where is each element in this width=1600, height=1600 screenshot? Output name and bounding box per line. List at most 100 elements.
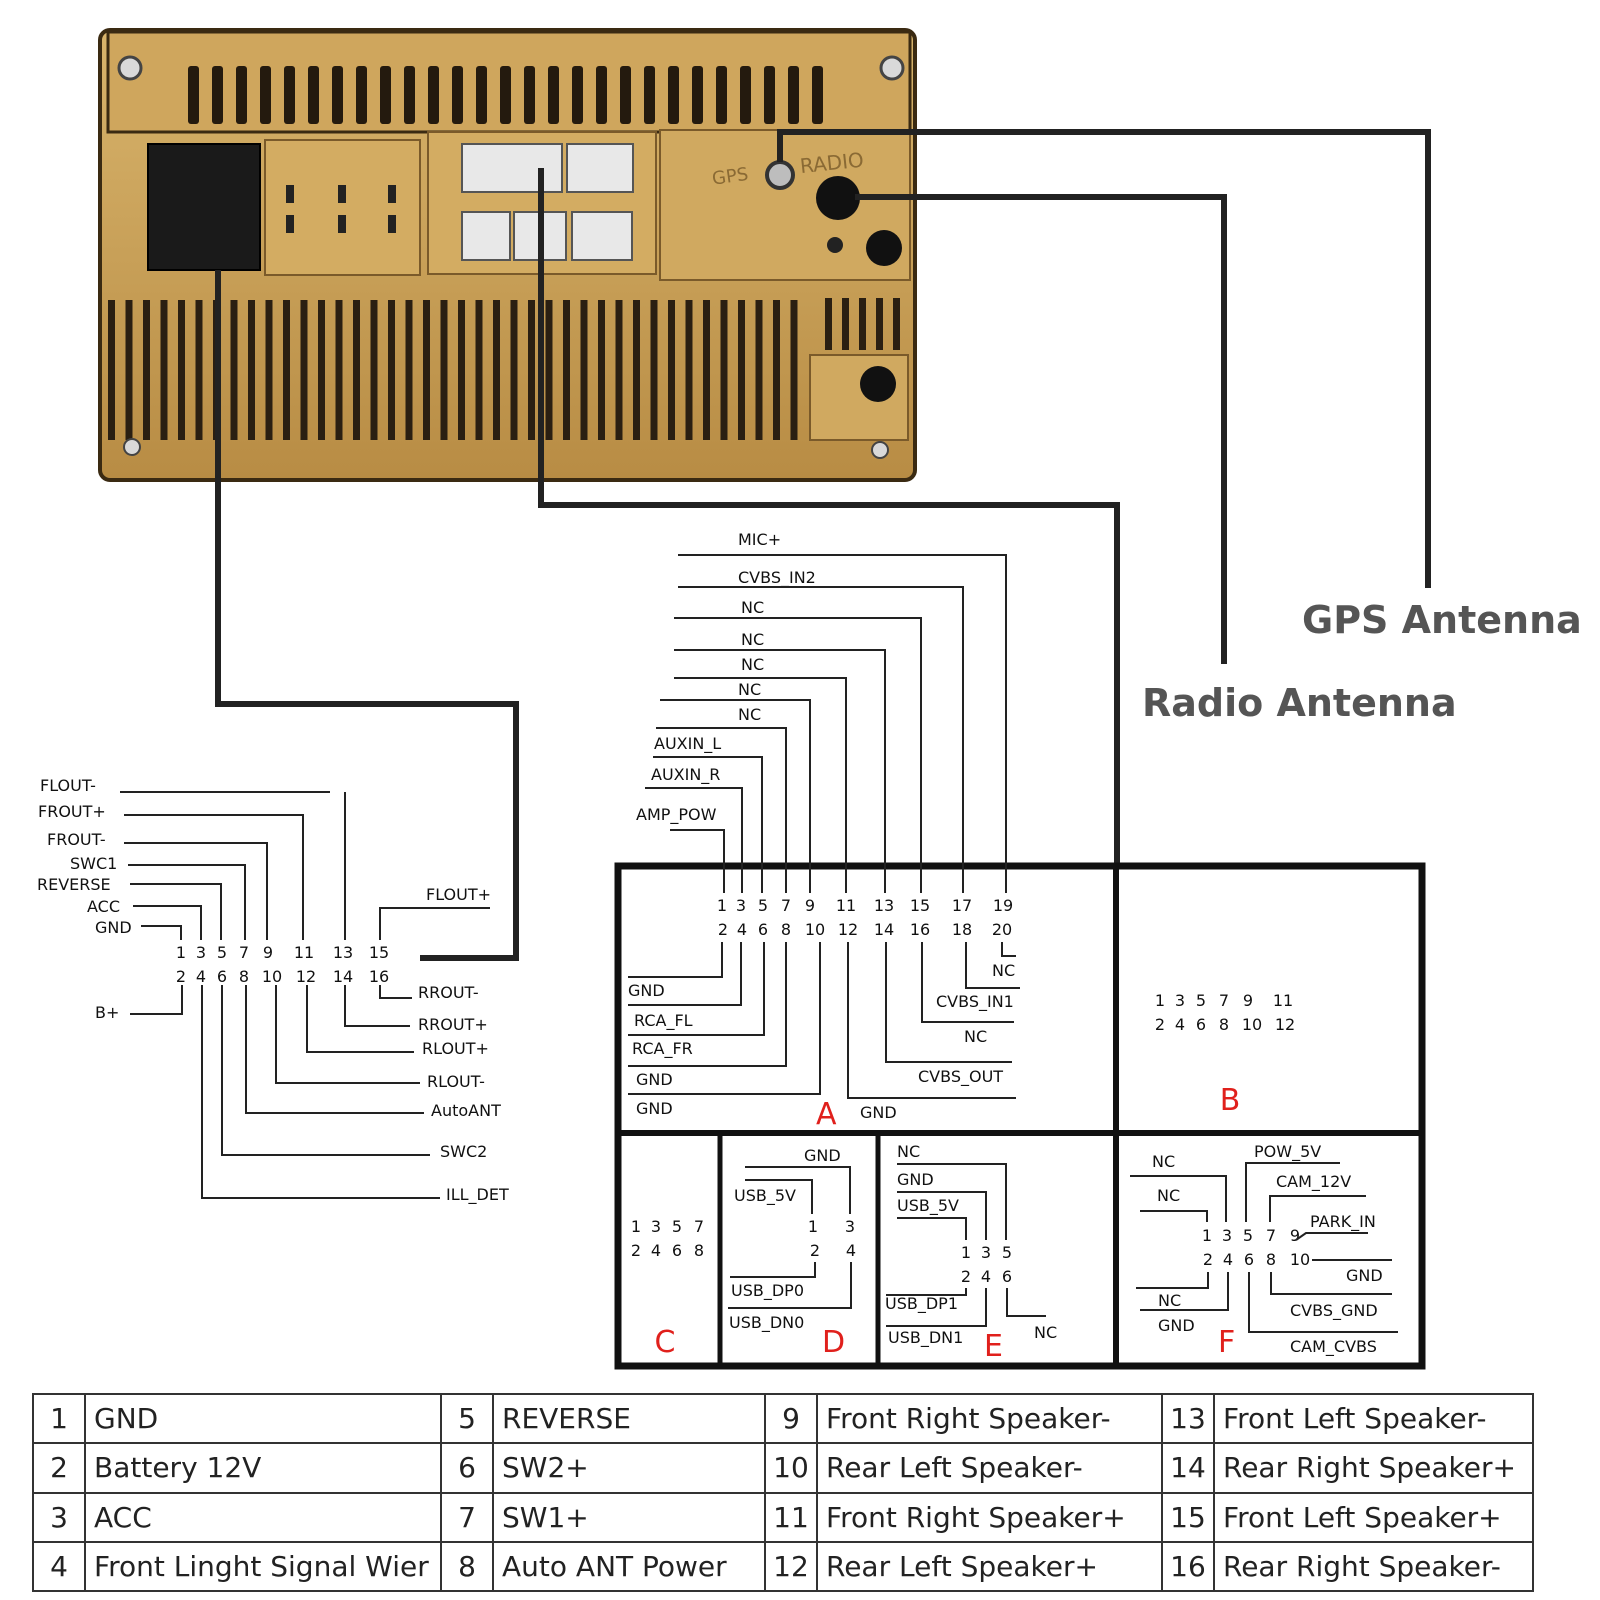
table-pin-function: Rear Left Speaker+ xyxy=(816,1540,1163,1593)
label-f-gnd-right: GND xyxy=(1346,1266,1383,1285)
a-pin-8: 8 xyxy=(781,920,791,939)
fin-gap xyxy=(440,300,448,440)
radio-antenna-label: Radio Antenna xyxy=(1142,681,1457,725)
leader-usb-dn0 xyxy=(728,1262,852,1309)
leader-rlout-plus xyxy=(306,985,414,1053)
a-pin-10: 10 xyxy=(805,920,825,939)
leader-frout-minus xyxy=(124,842,268,940)
vent-slot xyxy=(620,66,631,124)
a-pin-14: 14 xyxy=(874,920,894,939)
main-pin-3: 3 xyxy=(196,943,206,962)
c-pin-7: 7 xyxy=(694,1217,704,1236)
table-pin-number: 16 xyxy=(1161,1540,1215,1593)
fin-gap xyxy=(842,298,849,350)
label-cvbs-gnd: CVBS_GND xyxy=(1290,1301,1378,1321)
a-pin-19: 19 xyxy=(993,896,1013,915)
leader-a-gnd-1 xyxy=(628,942,723,978)
a-pin-row-top: 1 3 5 7 9 11 13 15 17 19 xyxy=(717,896,1013,915)
fin-gap xyxy=(563,300,570,440)
fin-gap xyxy=(353,300,360,440)
e-pin-3: 3 xyxy=(981,1243,991,1262)
table-pin-number: 6 xyxy=(440,1442,494,1494)
table-pin-function: Front Left Speaker- xyxy=(1213,1392,1534,1445)
table-pin-function: SW2+ xyxy=(492,1442,766,1494)
d-pin-1: 1 xyxy=(808,1217,818,1236)
table-pin-function: SW1+ xyxy=(492,1491,766,1543)
b-pin-5: 5 xyxy=(1196,991,1206,1010)
lower-right-port-icon xyxy=(860,366,896,402)
a-pin-15: 15 xyxy=(910,896,930,915)
label-a-gnd-2: GND xyxy=(636,1070,673,1089)
table-pin-number: 11 xyxy=(764,1491,818,1543)
table-pin-number: 3 xyxy=(32,1491,86,1543)
leader-frout-plus xyxy=(124,814,304,940)
connector-d: GND USB_5V USB_DP0 USB_DN0 1 3 2 4 D xyxy=(728,1146,856,1360)
fin-gap xyxy=(423,300,430,440)
label-a-nc-4: NC xyxy=(738,680,761,699)
main-pin-15: 15 xyxy=(369,943,389,962)
table-pin-number: 2 xyxy=(32,1442,86,1494)
label-park-in: PARK_IN xyxy=(1310,1212,1376,1232)
screw-bottom-right-icon xyxy=(871,441,889,459)
a-pin-11: 11 xyxy=(836,896,856,915)
label-gnd: GND xyxy=(95,918,132,937)
connector-a: 1 3 5 7 9 11 13 15 17 19 2 4 6 8 10 12 1… xyxy=(628,530,1020,1132)
vent-slot xyxy=(236,66,247,124)
f-leader-lines xyxy=(1130,1162,1398,1333)
label-f-nc-3: NC xyxy=(1158,1291,1181,1310)
d-pin-2: 2 xyxy=(810,1241,820,1260)
fin-gap xyxy=(876,298,883,350)
f-pin-1: 1 xyxy=(1202,1226,1212,1245)
label-a-gnd-4: GND xyxy=(860,1103,897,1122)
f-pins: 1 3 5 7 9 2 4 6 8 10 xyxy=(1202,1226,1310,1269)
radio-port-icon xyxy=(816,176,860,220)
label-rrout-minus: RROUT- xyxy=(418,983,479,1002)
label-frout-minus: FROUT- xyxy=(47,830,106,849)
pin-function-table: 1 GND 5 REVERSE 9 Front Right Speaker- 1… xyxy=(32,1392,1534,1593)
slot-2 xyxy=(286,215,294,233)
vent-slot xyxy=(716,66,727,124)
a-pin-17: 17 xyxy=(952,896,972,915)
wiring-diagram: GPS RADIO GPS Antenna Radio Antenna 1 3 … xyxy=(37,28,1582,1370)
main-pin-8: 8 xyxy=(239,967,249,986)
c-pin-5: 5 xyxy=(672,1217,682,1236)
fin-gap xyxy=(668,300,675,440)
leader-cvbs-in2 xyxy=(678,586,964,893)
leader-reverse xyxy=(130,883,222,940)
label-e-nc-1: NC xyxy=(897,1142,920,1161)
leader-e-nc-2 xyxy=(1006,1288,1046,1317)
a-pin-7: 7 xyxy=(781,896,791,915)
d-pins: 1 3 2 4 xyxy=(808,1217,856,1260)
white-socket-5 xyxy=(571,211,633,261)
fin-gap xyxy=(283,300,290,440)
main-pin-1: 1 xyxy=(176,943,186,962)
fin-gap xyxy=(370,300,378,440)
socket-panel-middle xyxy=(264,139,421,276)
main-pin-4: 4 xyxy=(196,967,206,986)
label-rlout-plus: RLOUT+ xyxy=(422,1039,489,1058)
label-e-gnd: GND xyxy=(897,1170,934,1189)
main-leader-lines xyxy=(120,791,490,1199)
leader-a-gnd-4 xyxy=(847,942,1016,1099)
d-pin-4: 4 xyxy=(846,1241,856,1260)
fin-gap xyxy=(458,300,465,440)
table-pin-number: 4 xyxy=(32,1540,86,1593)
label-cam-12v: CAM_12V xyxy=(1276,1172,1351,1192)
e-pin-5: 5 xyxy=(1002,1243,1012,1262)
fin-gap xyxy=(178,300,185,440)
c-pin-6: 6 xyxy=(672,1241,682,1260)
fin-gap xyxy=(790,300,798,440)
table-pin-function: Rear Right Speaker+ xyxy=(1213,1442,1534,1494)
slot-6 xyxy=(388,215,396,233)
fin-gap xyxy=(825,298,832,350)
a-pin-row-bottom: 2 4 6 8 10 12 14 16 18 20 xyxy=(718,920,1012,939)
connector-b: 1 3 5 7 9 11 2 4 6 8 10 12 B xyxy=(1155,991,1295,1118)
leader-cvbs-gnd xyxy=(1270,1272,1392,1295)
main-pin-7: 7 xyxy=(239,943,249,962)
vent-slot xyxy=(212,66,223,124)
label-a-nc-7: NC xyxy=(964,1027,987,1046)
leader-gnd xyxy=(141,925,182,940)
f-pin-7: 7 xyxy=(1266,1226,1276,1245)
vent-slot xyxy=(500,66,511,124)
leader-a-nc-7 xyxy=(921,942,1014,1023)
